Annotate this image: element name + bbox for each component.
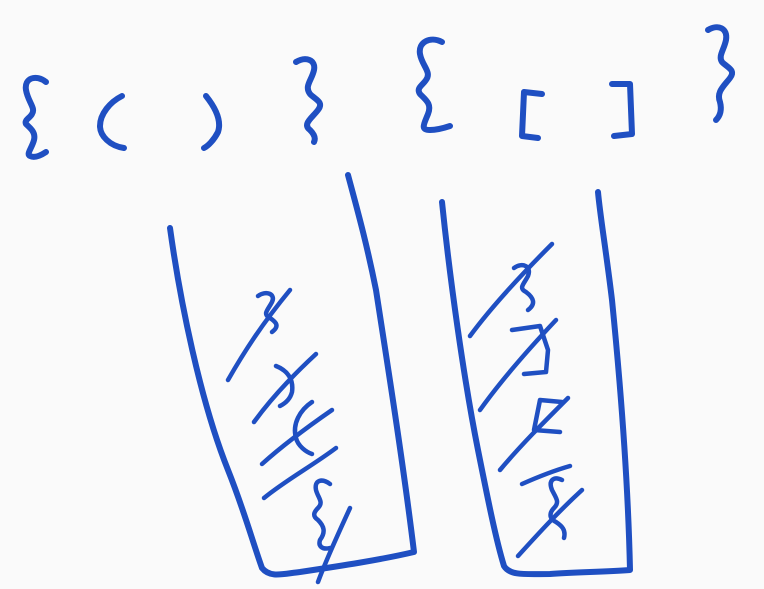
seq1-close-curly-brace xyxy=(293,56,324,145)
stack1-container xyxy=(167,172,417,578)
stack2-entry-top-strike xyxy=(467,241,555,339)
stack2-entry-open-curly-strike xyxy=(515,487,585,559)
sequence-2 xyxy=(415,24,736,141)
stack2-entry-open-bracket-strike xyxy=(497,395,571,473)
stack2-entry-close-bracket xyxy=(509,323,551,377)
stack1-entry-top-close-curly xyxy=(255,290,279,335)
stack2-container xyxy=(439,189,633,578)
sequence-1 xyxy=(22,56,324,160)
stack1-entry-open-paren-strike xyxy=(259,407,335,467)
seq1-open-curly-brace xyxy=(22,74,49,160)
seq2-close-bracket xyxy=(609,81,635,139)
stack2-entry-open-curly-strike-2 xyxy=(519,463,573,487)
seq2-close-curly-brace xyxy=(705,24,736,123)
stack1-entry-close-paren xyxy=(273,363,295,409)
stack1-entry-top-strike xyxy=(225,287,293,383)
stack2-entry-open-bracket xyxy=(531,397,565,435)
stack2-entry-top-close-curly xyxy=(511,263,536,313)
stack1-entry-close-paren-strike xyxy=(251,351,319,425)
seq1-open-paren xyxy=(97,93,127,151)
stack1-entry-open-curly xyxy=(312,478,333,551)
stack2-entry-open-curly xyxy=(548,476,567,541)
stack-2 xyxy=(439,189,633,578)
seq1-close-paren xyxy=(201,93,222,151)
seq2-open-bracket xyxy=(519,89,545,141)
stack1-entry-open-curly-strike-2 xyxy=(315,505,353,585)
stack2-entry-close-bracket-strike xyxy=(477,317,559,413)
stack-1 xyxy=(167,172,417,585)
stack1-entry-open-curly-strike xyxy=(261,445,339,501)
seq2-open-curly-brace xyxy=(415,36,453,133)
